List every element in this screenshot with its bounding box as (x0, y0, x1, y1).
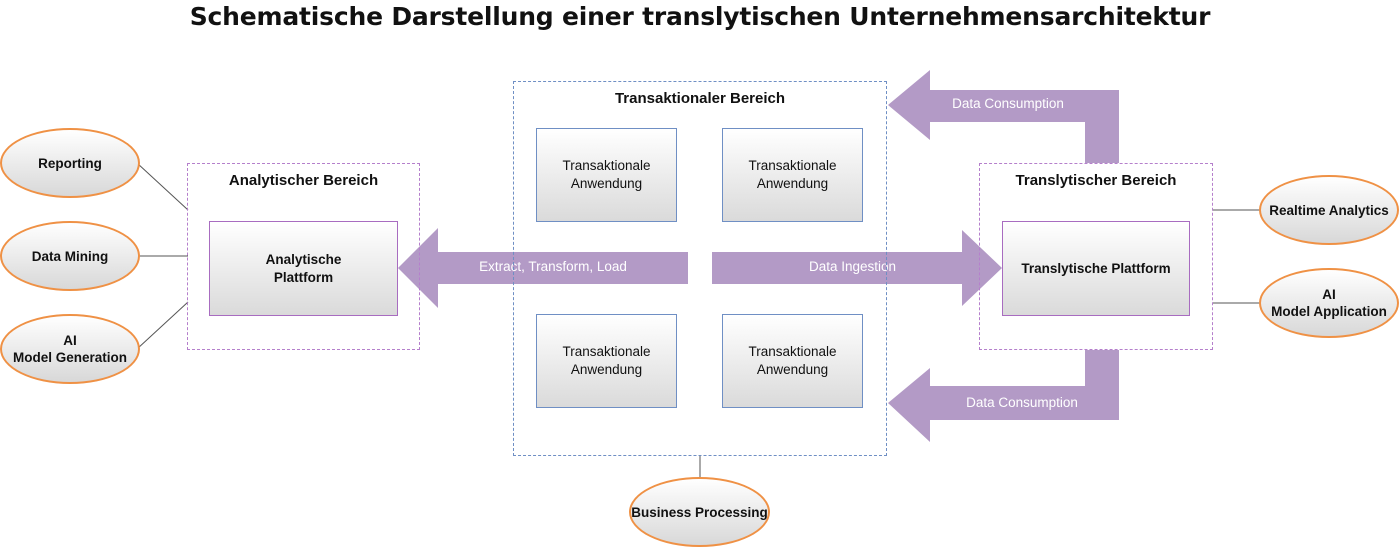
consumption-top-label: Data Consumption (952, 96, 1064, 111)
transactional-zone: Transaktionaler Bereich (513, 81, 887, 456)
translytic-platform-box: Translytische Plattform (1002, 221, 1190, 316)
analytic-platform-box: Analytische Plattform (209, 221, 398, 316)
consumption-top-arrow (888, 70, 1119, 163)
analytic-zone-title: Analytischer Bereich (228, 172, 379, 189)
ai-model-generation-ellipse: AI Model Generation (0, 314, 140, 384)
translytic-zone-title: Translytischer Bereich (1015, 172, 1177, 189)
translytic-zone: Translytischer Bereich (979, 163, 1213, 350)
connector-reporting (136, 162, 189, 211)
ai-model-application-ellipse: AI Model Application (1259, 268, 1399, 338)
consumption-bottom-label: Data Consumption (966, 395, 1078, 410)
business-processing-ellipse: Business Processing (629, 477, 770, 547)
etl-arrow-label: Extract, Transform, Load (479, 259, 627, 274)
transactional-app-1: Transaktionale Anwendung (536, 128, 677, 222)
etl-arrow (398, 228, 688, 308)
reporting-ellipse: Reporting (0, 128, 140, 198)
consumption-bottom-arrow (888, 350, 1119, 442)
data-mining-ellipse: Data Mining (0, 221, 140, 291)
realtime-analytics-ellipse: Realtime Analytics (1259, 175, 1399, 245)
diagram-title: Schematische Darstellung einer translyti… (189, 2, 1211, 31)
analytic-zone: Analytischer Bereich (187, 163, 420, 350)
ingestion-arrow (712, 230, 1002, 306)
transactional-zone-title: Transaktionaler Bereich (614, 90, 786, 107)
transactional-app-4: Transaktionale Anwendung (722, 314, 863, 408)
ingestion-arrow-label: Data Ingestion (808, 259, 897, 274)
connector-ai-generation (136, 301, 189, 350)
transactional-app-3: Transaktionale Anwendung (536, 314, 677, 408)
transactional-app-2: Transaktionale Anwendung (722, 128, 863, 222)
